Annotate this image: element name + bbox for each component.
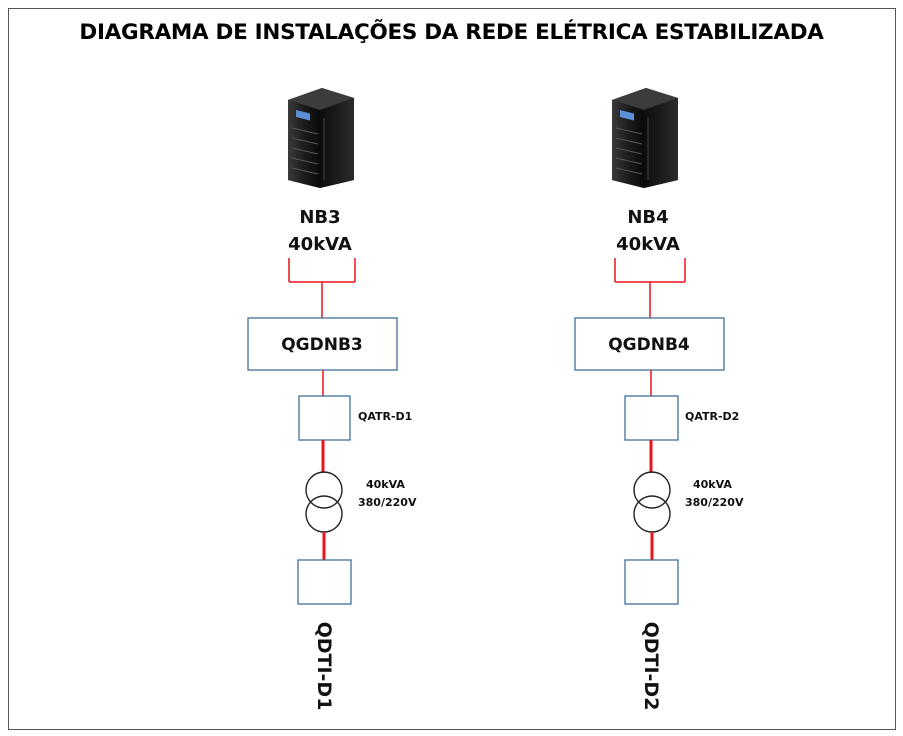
branch-nb4: NB4 40kVA QGDNB4 QATR-D2 40kVA 380/220V …	[574, 88, 744, 711]
transformer-icon	[305, 471, 343, 533]
panel-label: QGDNB4	[608, 335, 690, 355]
transformer-voltage-label: 380/220V	[358, 496, 417, 509]
ups-output-fork	[288, 258, 356, 318]
transformer-icon	[633, 471, 671, 533]
distribution-label: QDTI-D2	[640, 622, 662, 711]
ups-name-label: NB4	[627, 207, 668, 228]
panel-label: QGDNB3	[281, 335, 363, 355]
transformer-rating-label: 40kVA	[366, 478, 405, 491]
panel-box	[247, 317, 398, 371]
atr-label: QATR-D2	[685, 410, 739, 423]
panel-box	[574, 317, 725, 371]
distribution-label: QDTI-D1	[313, 622, 335, 711]
transformer-voltage-label: 380/220V	[685, 496, 744, 509]
atr-label: QATR-D1	[358, 410, 412, 423]
ups-name-label: NB3	[299, 207, 340, 228]
atr-box	[298, 395, 351, 441]
diagram-title: DIAGRAMA DE INSTALAÇÕES DA REDE ELÉTRICA…	[79, 20, 824, 45]
ups-output-fork	[614, 258, 686, 318]
ups-rating-label: 40kVA	[288, 234, 352, 255]
distribution-box	[297, 559, 352, 605]
distribution-box	[624, 559, 679, 605]
ups-rating-label: 40kVA	[616, 234, 680, 255]
ups-tower-icon	[612, 88, 678, 188]
branch-nb3: NB3 40kVA QGDNB3 QATR-D1 40kVA 380/220V …	[247, 88, 417, 711]
ups-tower-icon	[288, 88, 354, 188]
transformer-rating-label: 40kVA	[693, 478, 732, 491]
diagram-frame	[8, 8, 896, 730]
atr-box	[624, 395, 679, 441]
